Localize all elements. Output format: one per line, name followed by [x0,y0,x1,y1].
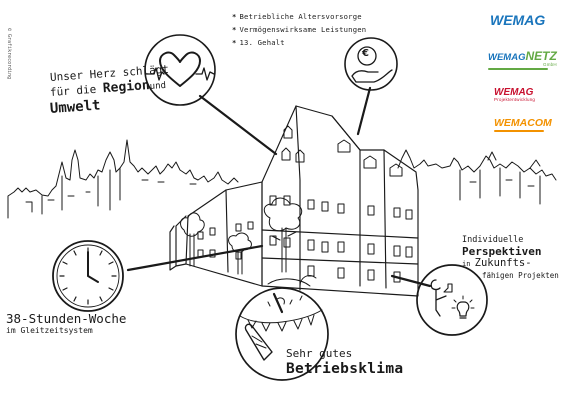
city-skyline [7,139,557,219]
party-hat-icon [244,323,273,361]
clock-caption-line1: 38-Stunden-Woche [6,311,127,326]
logo-wemag: WEMAG [490,12,546,28]
logo-wemag-projekt: WEMAG Projektentwicklung [494,87,536,102]
clock-circle [52,240,124,312]
heart-circle [144,34,216,106]
perspective-caption-line2: Perspektiven [462,244,542,258]
benefits-list: *Betriebliche Altersvorsorge *Vermögensw… [232,10,366,49]
party-caption: Sehr gutes Betriebsklima [286,348,403,377]
benefit-item: *Vermögenswirksame Leistungen [232,25,367,34]
castle-building [169,105,419,297]
perspective-caption: Individuelle Perspektiven in Zukunfts- f… [462,236,559,280]
euro-coin-icon [357,46,377,66]
perspective-caption-line4: fähigen Projekten [482,270,559,280]
trees [180,197,317,287]
logo-netz-swoosh [488,68,548,70]
euro-symbol: € [362,48,369,59]
clock-icon [56,244,120,308]
perspective-circle [416,264,488,336]
logo-wemag-netz: WEMAGNETZ GmbH [488,50,557,70]
clock-caption-line2: im Gleitzeitsystem [6,326,93,336]
artist-credit: © Grafikrecording [6,28,12,80]
party-caption-line1: Sehr gutes [286,347,353,360]
heart-caption: Unser Herz schlägt für die Regionund Umw… [49,63,169,117]
logo-wemacom-swoosh [494,129,544,132]
heart-icon [159,51,201,87]
benefit-item: *13. Gehalt [232,38,285,47]
perspective-caption-line1: Individuelle [462,235,524,245]
party-circle [235,287,329,381]
connector-lines [126,86,432,314]
logo-wemacom: WEMACOM [494,118,552,132]
benefit-item: *Betriebliche Altersvorsorge [232,12,362,21]
perspective-caption-line3: in Zukunfts- [462,257,532,270]
castle-windows [197,125,413,283]
party-caption-line2: Betriebsklima [286,360,404,377]
lightbulb-person-icon [430,279,447,317]
clock-caption: 38-Stunden-Woche im Gleitzeitsystem [6,312,126,336]
euro-circle [344,37,398,91]
